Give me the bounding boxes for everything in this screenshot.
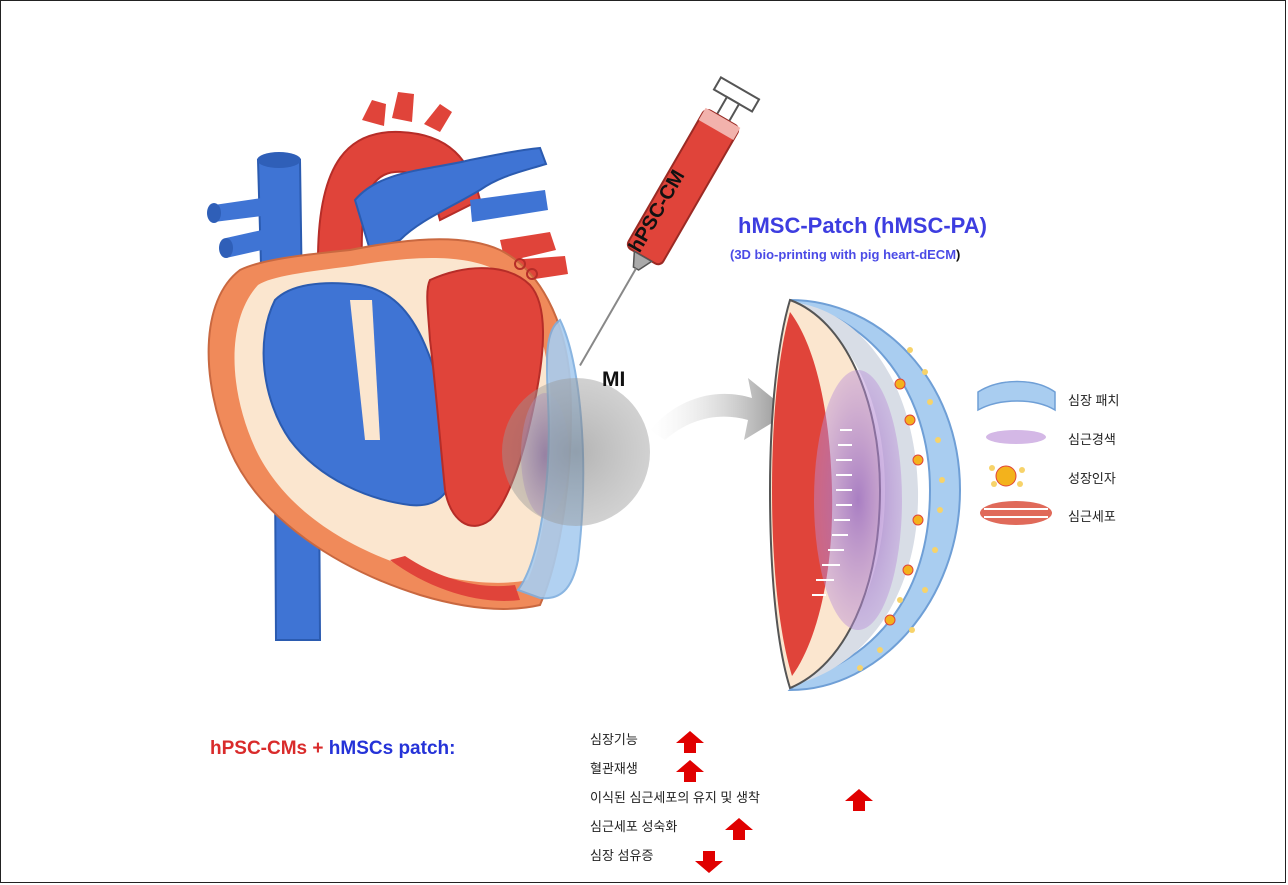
subtitle: (3D bio-printing with pig heart-dECM): [730, 247, 960, 262]
up-arrow-icon: [845, 789, 873, 811]
legend-infarct-label: 심근경색: [1068, 429, 1116, 448]
list-item: 심근세포 성숙화: [590, 816, 760, 845]
heart-illustration: [207, 92, 650, 640]
result-plus: +: [307, 738, 329, 759]
cardiomyocyte-icon: [980, 501, 1052, 525]
patch-icon: [978, 382, 1055, 411]
list-item: 심장기능: [590, 729, 760, 758]
mi-lens: [502, 378, 650, 526]
growth-factor-icon: [989, 465, 1025, 487]
result-part1: hPSC-CMs: [210, 738, 307, 759]
subtitle-paren: ): [956, 247, 960, 262]
page-title: hMSC-Patch (hMSC-PA): [738, 213, 987, 239]
mi-label: MI: [602, 368, 625, 392]
effect-text: 혈관재생: [590, 758, 638, 777]
legend-cardiomyocyte-label: 심근세포: [1068, 506, 1116, 525]
patch-cross-section: [770, 300, 960, 690]
list-item: 혈관재생: [590, 758, 760, 787]
effect-text: 이식된 심근세포의 유지 및 생착: [590, 787, 760, 806]
list-item: 심장 섬유증: [590, 845, 760, 874]
infarct-icon: [986, 430, 1046, 444]
transition-arrow: [650, 378, 790, 440]
effect-text: 심장 섬유증: [590, 845, 653, 864]
effect-text: 심근세포 성숙화: [590, 816, 677, 835]
result-label: hPSC-CMs + hMSCs patch:: [210, 738, 455, 760]
subtitle-text: (3D bio-printing with pig heart-dECM: [730, 247, 956, 262]
legend-growth-factor-label: 성장인자: [1068, 468, 1116, 487]
result-part2: hMSCs patch:: [329, 738, 456, 759]
effect-text: 심장기능: [590, 729, 638, 748]
effects-list: 심장기능 혈관재생 이식된 심근세포의 유지 및 생착 심근세포 성숙화 심장 …: [590, 729, 760, 874]
legend-patch-label: 심장 패치: [1068, 390, 1119, 409]
list-item: 이식된 심근세포의 유지 및 생착: [590, 787, 760, 816]
